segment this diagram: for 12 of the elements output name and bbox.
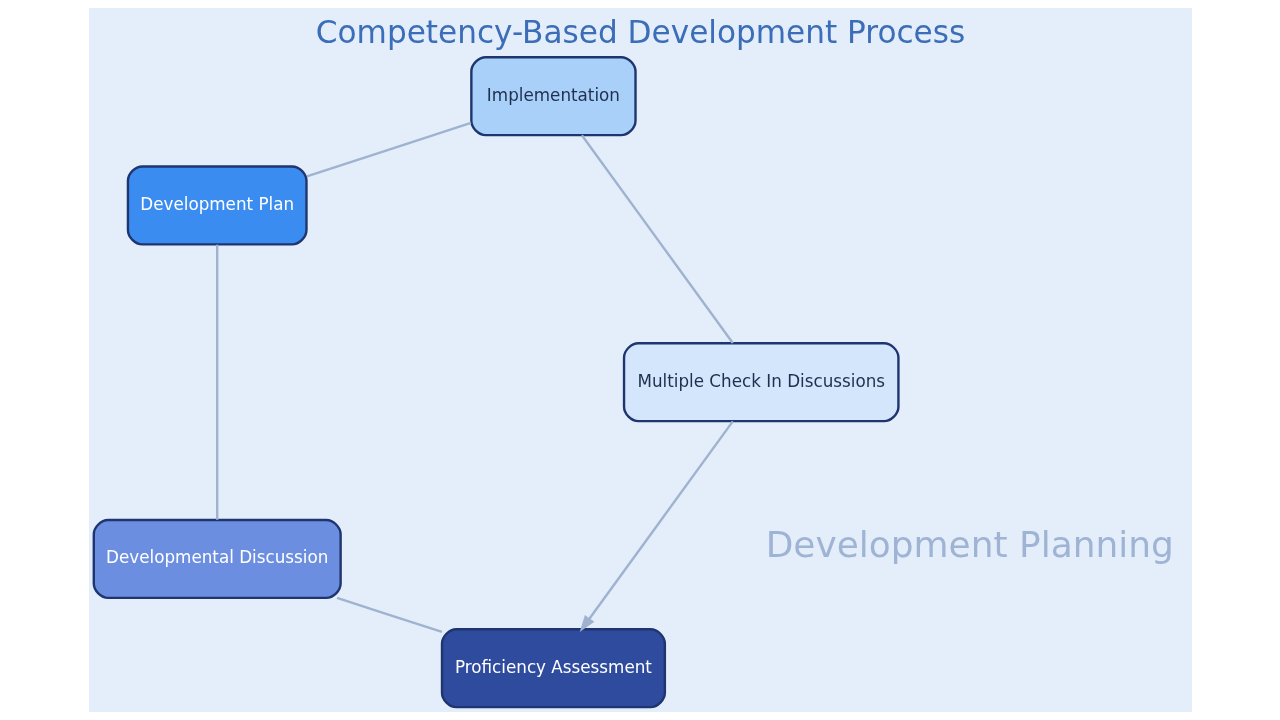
connector bbox=[580, 134, 734, 344]
diagram-title: Competency-Based Development Process bbox=[315, 13, 965, 50]
label: Development Planning bbox=[765, 523, 1174, 565]
connector bbox=[215, 244, 218, 520]
node-box: Development Plan bbox=[126, 165, 308, 246]
node-box: Multiple Check In Discussions bbox=[622, 342, 900, 423]
connector bbox=[336, 596, 442, 634]
connector bbox=[306, 121, 471, 178]
arrow bbox=[579, 420, 734, 632]
node-box: Implementation bbox=[469, 56, 637, 137]
node-box: Proficiency Assessment bbox=[440, 628, 666, 709]
node-box: Developmental Discussion bbox=[92, 518, 342, 600]
